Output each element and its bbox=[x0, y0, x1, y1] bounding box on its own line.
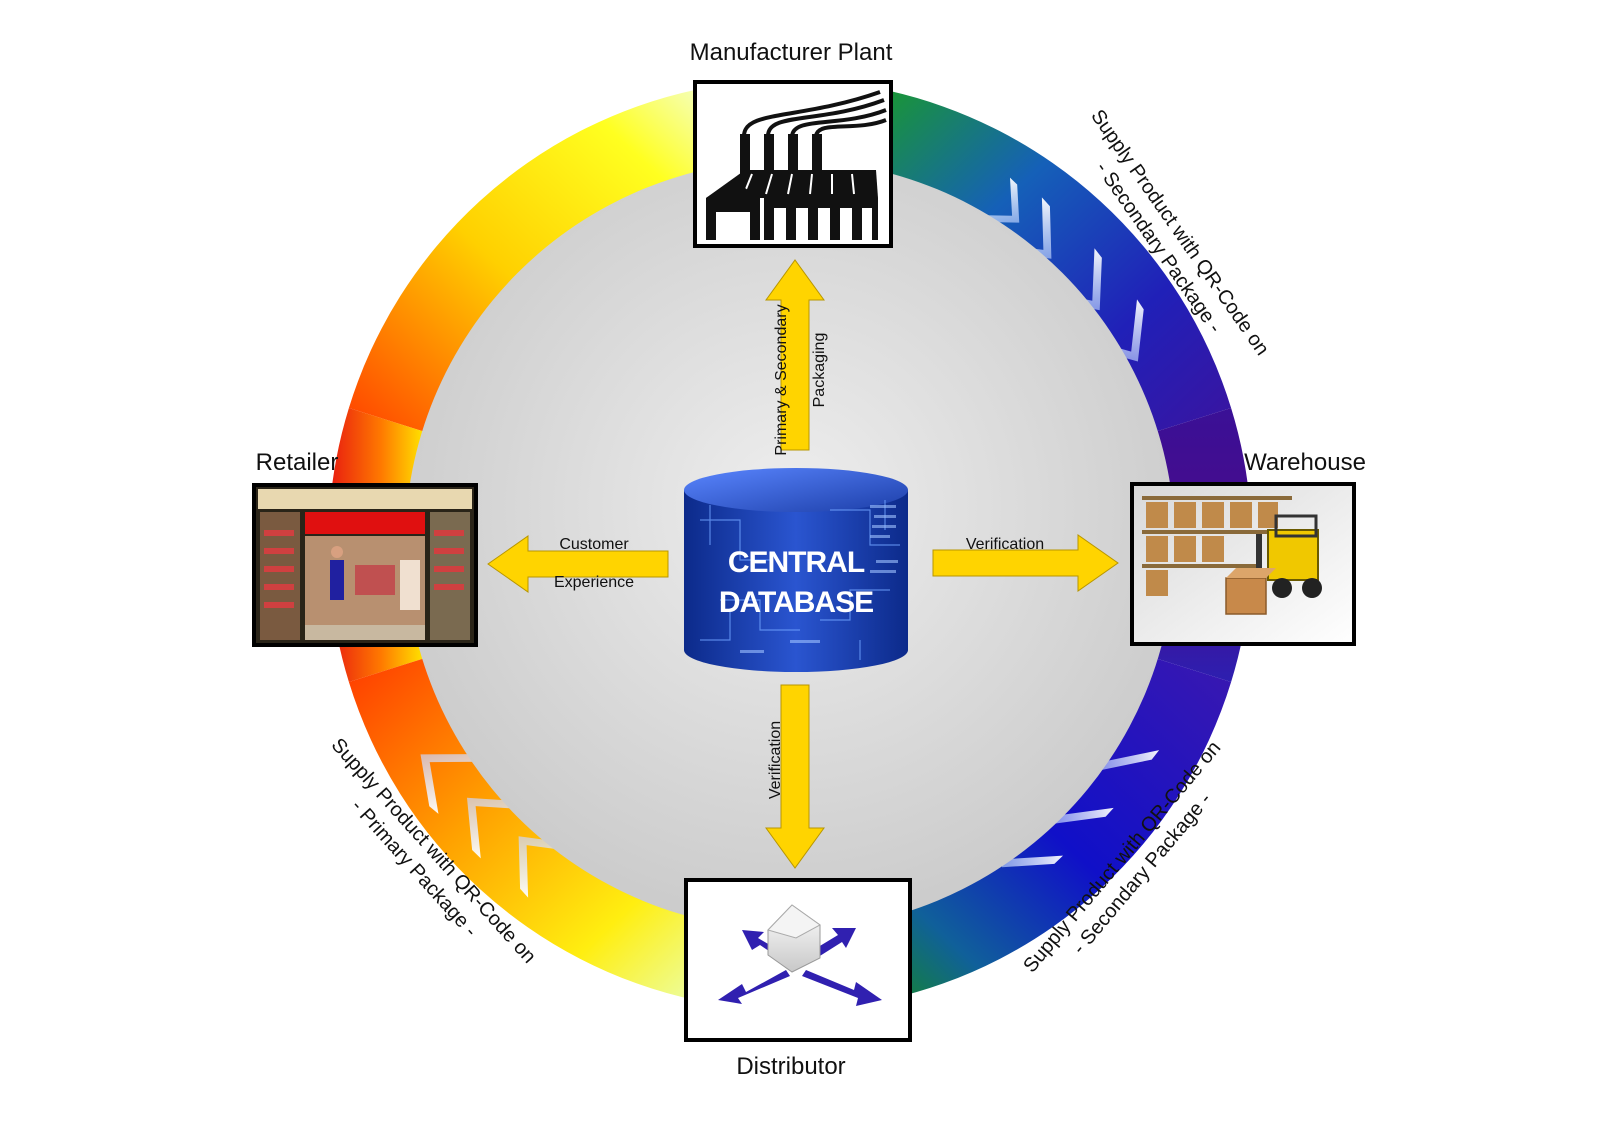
store-front-icon bbox=[258, 489, 472, 640]
node-retailer: Retailer bbox=[252, 449, 478, 647]
forklift-icon bbox=[1142, 496, 1322, 615]
arrow-left-label-line2: Experience bbox=[554, 574, 634, 591]
arrow-left-label-line1: Customer bbox=[559, 536, 629, 553]
arrow-to-distributor bbox=[765, 684, 825, 869]
distributor-label: Distributor bbox=[736, 1053, 845, 1080]
database-title-line1: CENTRAL bbox=[728, 546, 865, 579]
retailer-label: Retailer bbox=[256, 449, 339, 476]
database-title-line2: DATABASE bbox=[719, 586, 873, 619]
arrow-right-label: Verification bbox=[966, 536, 1044, 553]
distribution-house-icon bbox=[718, 904, 882, 1006]
arrow-to-warehouse bbox=[932, 534, 1119, 592]
warehouse-label: Warehouse bbox=[1244, 449, 1366, 476]
factory-icon bbox=[706, 90, 887, 240]
central-database: CENTRAL DATABASE bbox=[684, 468, 908, 672]
manufacturer-label: Manufacturer Plant bbox=[690, 39, 893, 66]
node-manufacturer: Manufacturer Plant bbox=[690, 39, 893, 248]
node-warehouse: Warehouse bbox=[1130, 449, 1366, 646]
database-icon bbox=[684, 468, 908, 672]
arrow-down-label: Verification bbox=[767, 721, 784, 799]
arrow-up-label-line1: Primary & Secondary bbox=[773, 304, 790, 455]
arrow-up-label-line2: Packaging bbox=[811, 333, 828, 408]
arrow-to-manufacturer bbox=[765, 259, 825, 451]
arrow-to-retailer bbox=[487, 535, 669, 593]
node-distributor: Distributor bbox=[684, 878, 912, 1080]
